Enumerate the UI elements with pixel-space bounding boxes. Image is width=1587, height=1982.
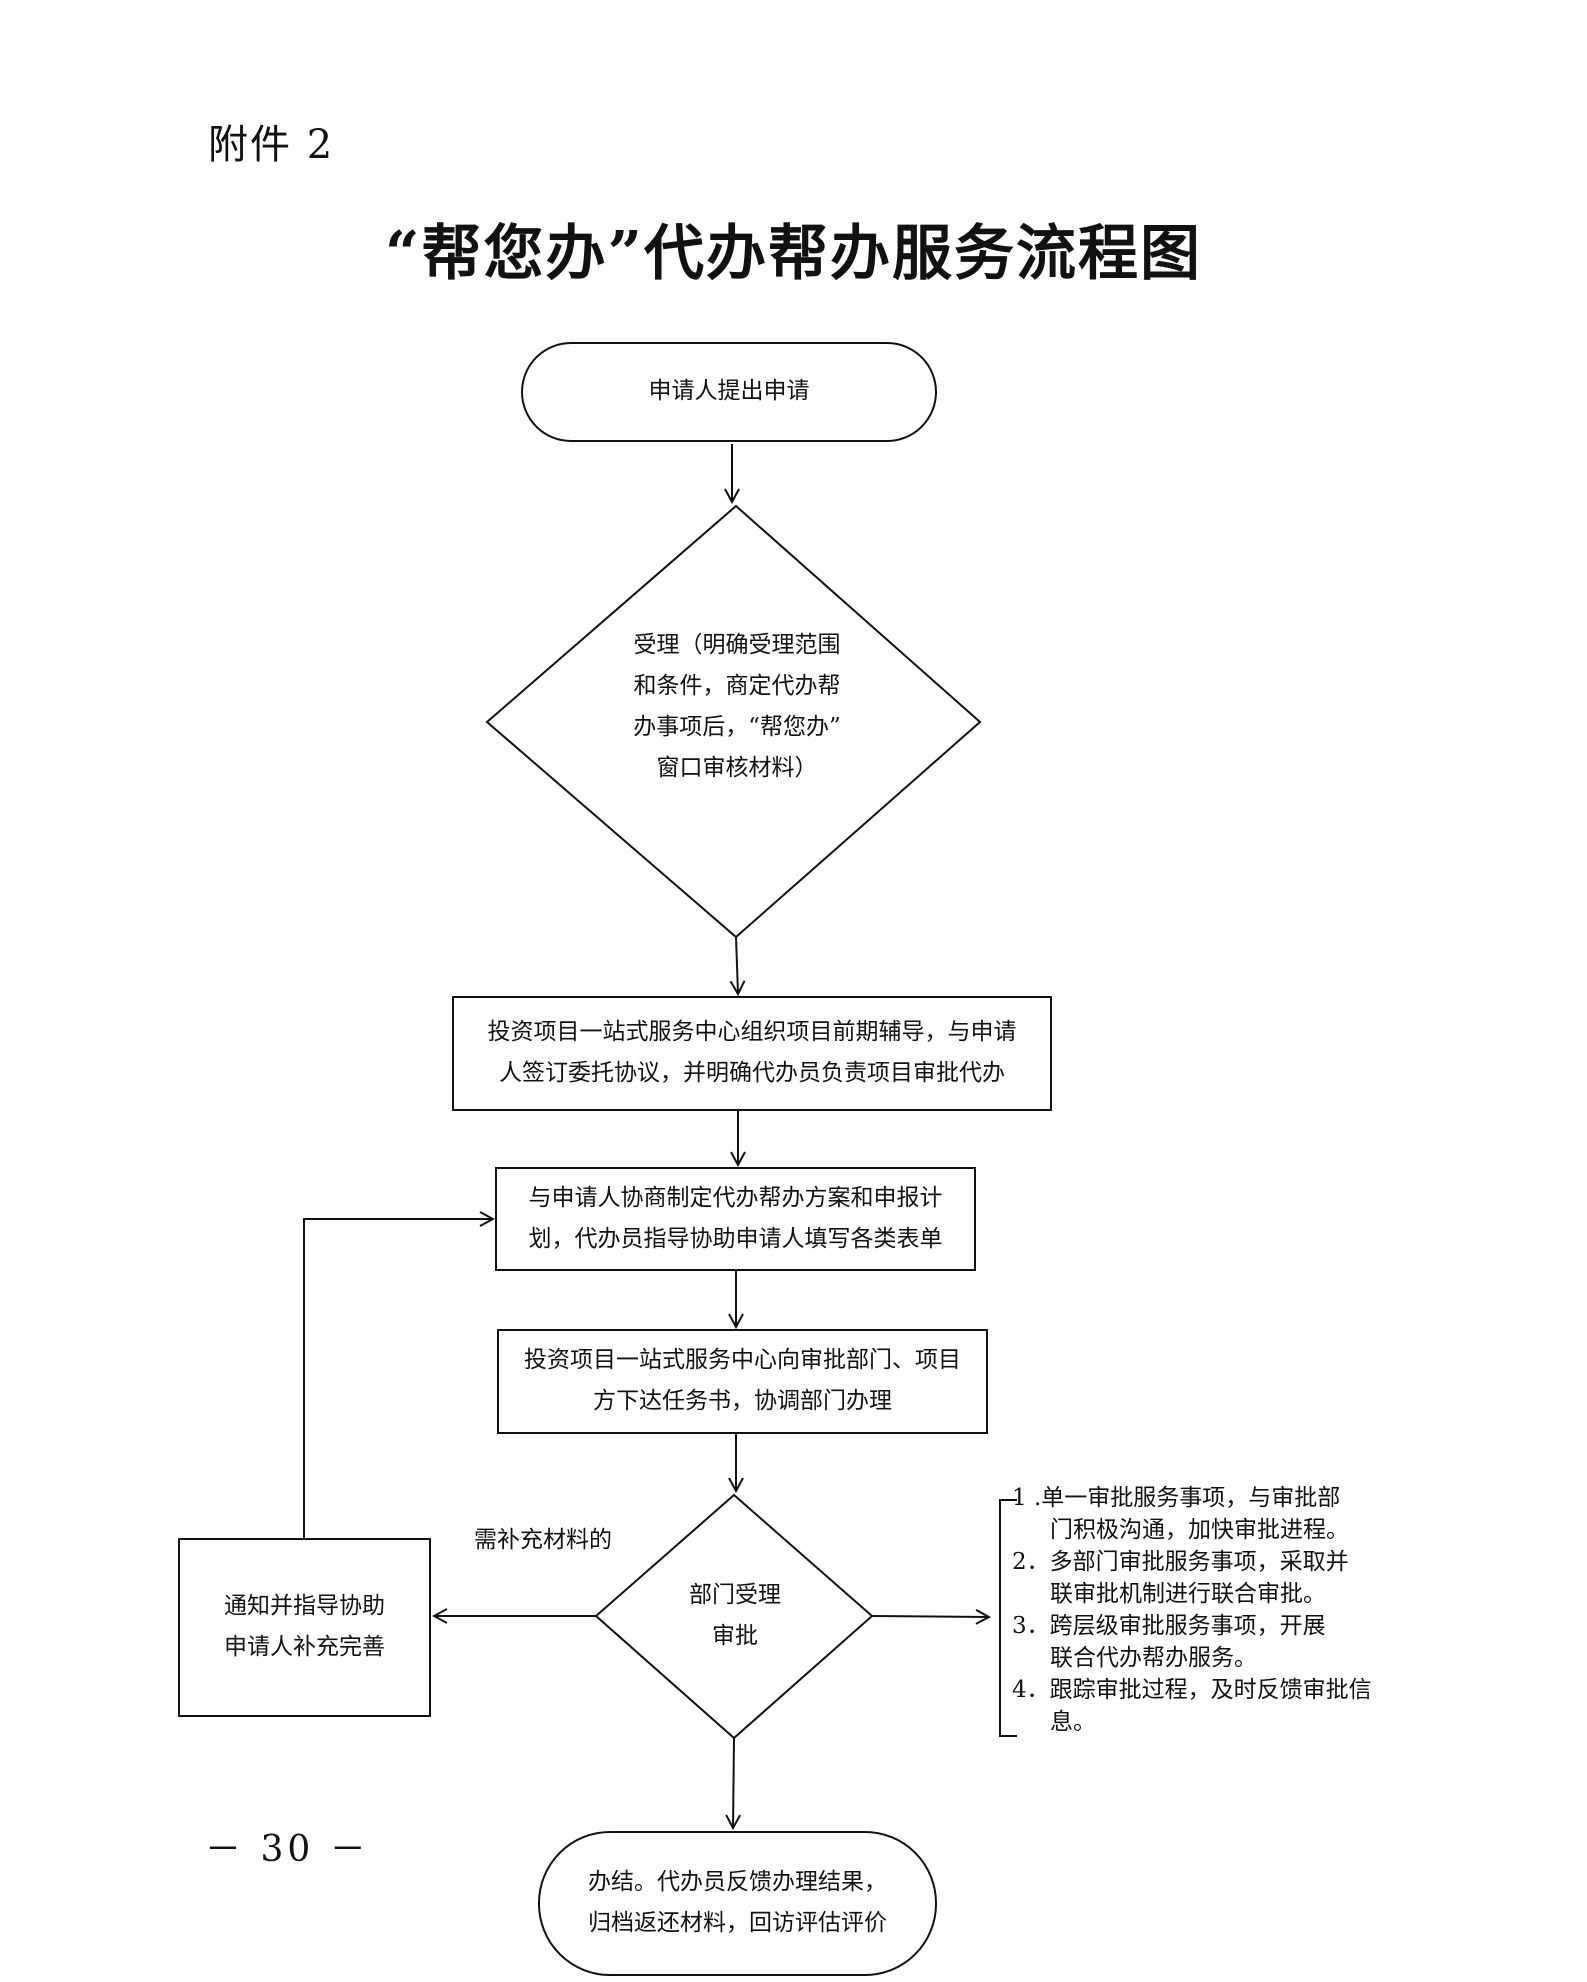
- need-more-materials-label: 需补充材料的: [474, 1527, 612, 1553]
- guidance-box: [452, 996, 1052, 1111]
- list-item: 1 .单一审批服务事项，与审批部: [1012, 1485, 1341, 1511]
- assign-box-text: 投资项目一站式服务中心向审批部门、项目 方下达任务书，协调部门办理: [498, 1340, 987, 1422]
- node-line: 部门受理: [689, 1582, 781, 1608]
- node-line: 通知并指导协助: [224, 1593, 385, 1619]
- guidance-box-text: 投资项目一站式服务中心组织项目前期辅导，与申请 人签订委托协议，并明确代办员负责…: [453, 1012, 1051, 1094]
- list-item: 联合代办帮办服务。: [1050, 1645, 1257, 1671]
- assign-box: [497, 1329, 988, 1434]
- node-line: 办结。代办员反馈办理结果，: [588, 1869, 887, 1895]
- list-item: 息。: [1050, 1709, 1096, 1735]
- node-line: 投资项目一站式服务中心组织项目前期辅导，与申请: [487, 1019, 1017, 1045]
- node-line: 投资项目一站式服务中心向审批部门、项目: [524, 1347, 961, 1373]
- finish-node-text: 办结。代办员反馈办理结果， 归档返还材料，回访评估评价: [539, 1862, 936, 1944]
- node-line: 窗口审核材料）: [656, 755, 818, 781]
- node-line: 划，代办员指导协助申请人填写各类表单: [528, 1226, 943, 1252]
- approval-list-bracket: [999, 1499, 1017, 1737]
- node-line: 方下达任务书，协调部门办理: [593, 1388, 892, 1414]
- node-line: 申请人提出申请: [648, 378, 810, 404]
- arrow-dept-review-to-list: [871, 1616, 989, 1617]
- page-title: “帮您办”代办帮办服务流程图: [384, 219, 1203, 289]
- accept-decision-text: 受理（明确受理范围 和条件，商定代办帮 办事项后，“帮您办” 窗口审核材料）: [602, 625, 872, 789]
- list-item: 2．多部门审批服务事项，采取并: [1012, 1549, 1349, 1575]
- start-node: [521, 342, 937, 442]
- list-item: 联审批机制进行联合审批。: [1050, 1581, 1326, 1607]
- arrow-accept-to-guidance: [736, 936, 738, 994]
- approval-measures-list: 1 .单一审批服务事项，与审批部 门积极沟通，加快审批进程。 2．多部门审批服务…: [1012, 1482, 1372, 1738]
- node-line: 与申请人协商制定代办帮办方案和申报计: [528, 1185, 943, 1211]
- node-line: 归档返还材料，回访评估评价: [588, 1910, 887, 1936]
- node-line: 和条件，商定代办帮: [633, 673, 841, 699]
- attachment-label: 附件 2: [208, 122, 335, 168]
- arrow-supplement-to-plan: [303, 1219, 493, 1539]
- node-line: 受理（明确受理范围: [633, 632, 841, 658]
- start-node-text: 申请人提出申请: [522, 371, 936, 412]
- list-item: 4．跟踪审批过程，及时反馈审批信: [1012, 1677, 1372, 1703]
- node-line: 审批: [712, 1623, 758, 1649]
- node-line: 人签订委托协议，并明确代办员负责项目审批代办: [499, 1060, 1005, 1086]
- node-line: 办事项后，“帮您办”: [633, 714, 841, 740]
- list-item: 3．跨层级审批服务事项，开展: [1012, 1613, 1326, 1639]
- finish-node: [538, 1831, 937, 1976]
- dept-review-text: 部门受理 审批: [655, 1575, 815, 1657]
- plan-box-text: 与申请人协商制定代办帮办方案和申报计 划，代办员指导协助申请人填写各类表单: [496, 1178, 975, 1260]
- page-number: － 30 －: [205, 1829, 370, 1870]
- node-line: 申请人补充完善: [224, 1634, 385, 1660]
- supplement-box-text: 通知并指导协助 申请人补充完善: [179, 1586, 430, 1668]
- list-item: 门积极沟通，加快审批进程。: [1050, 1517, 1349, 1543]
- arrow-dept-review-to-finish: [733, 1737, 734, 1828]
